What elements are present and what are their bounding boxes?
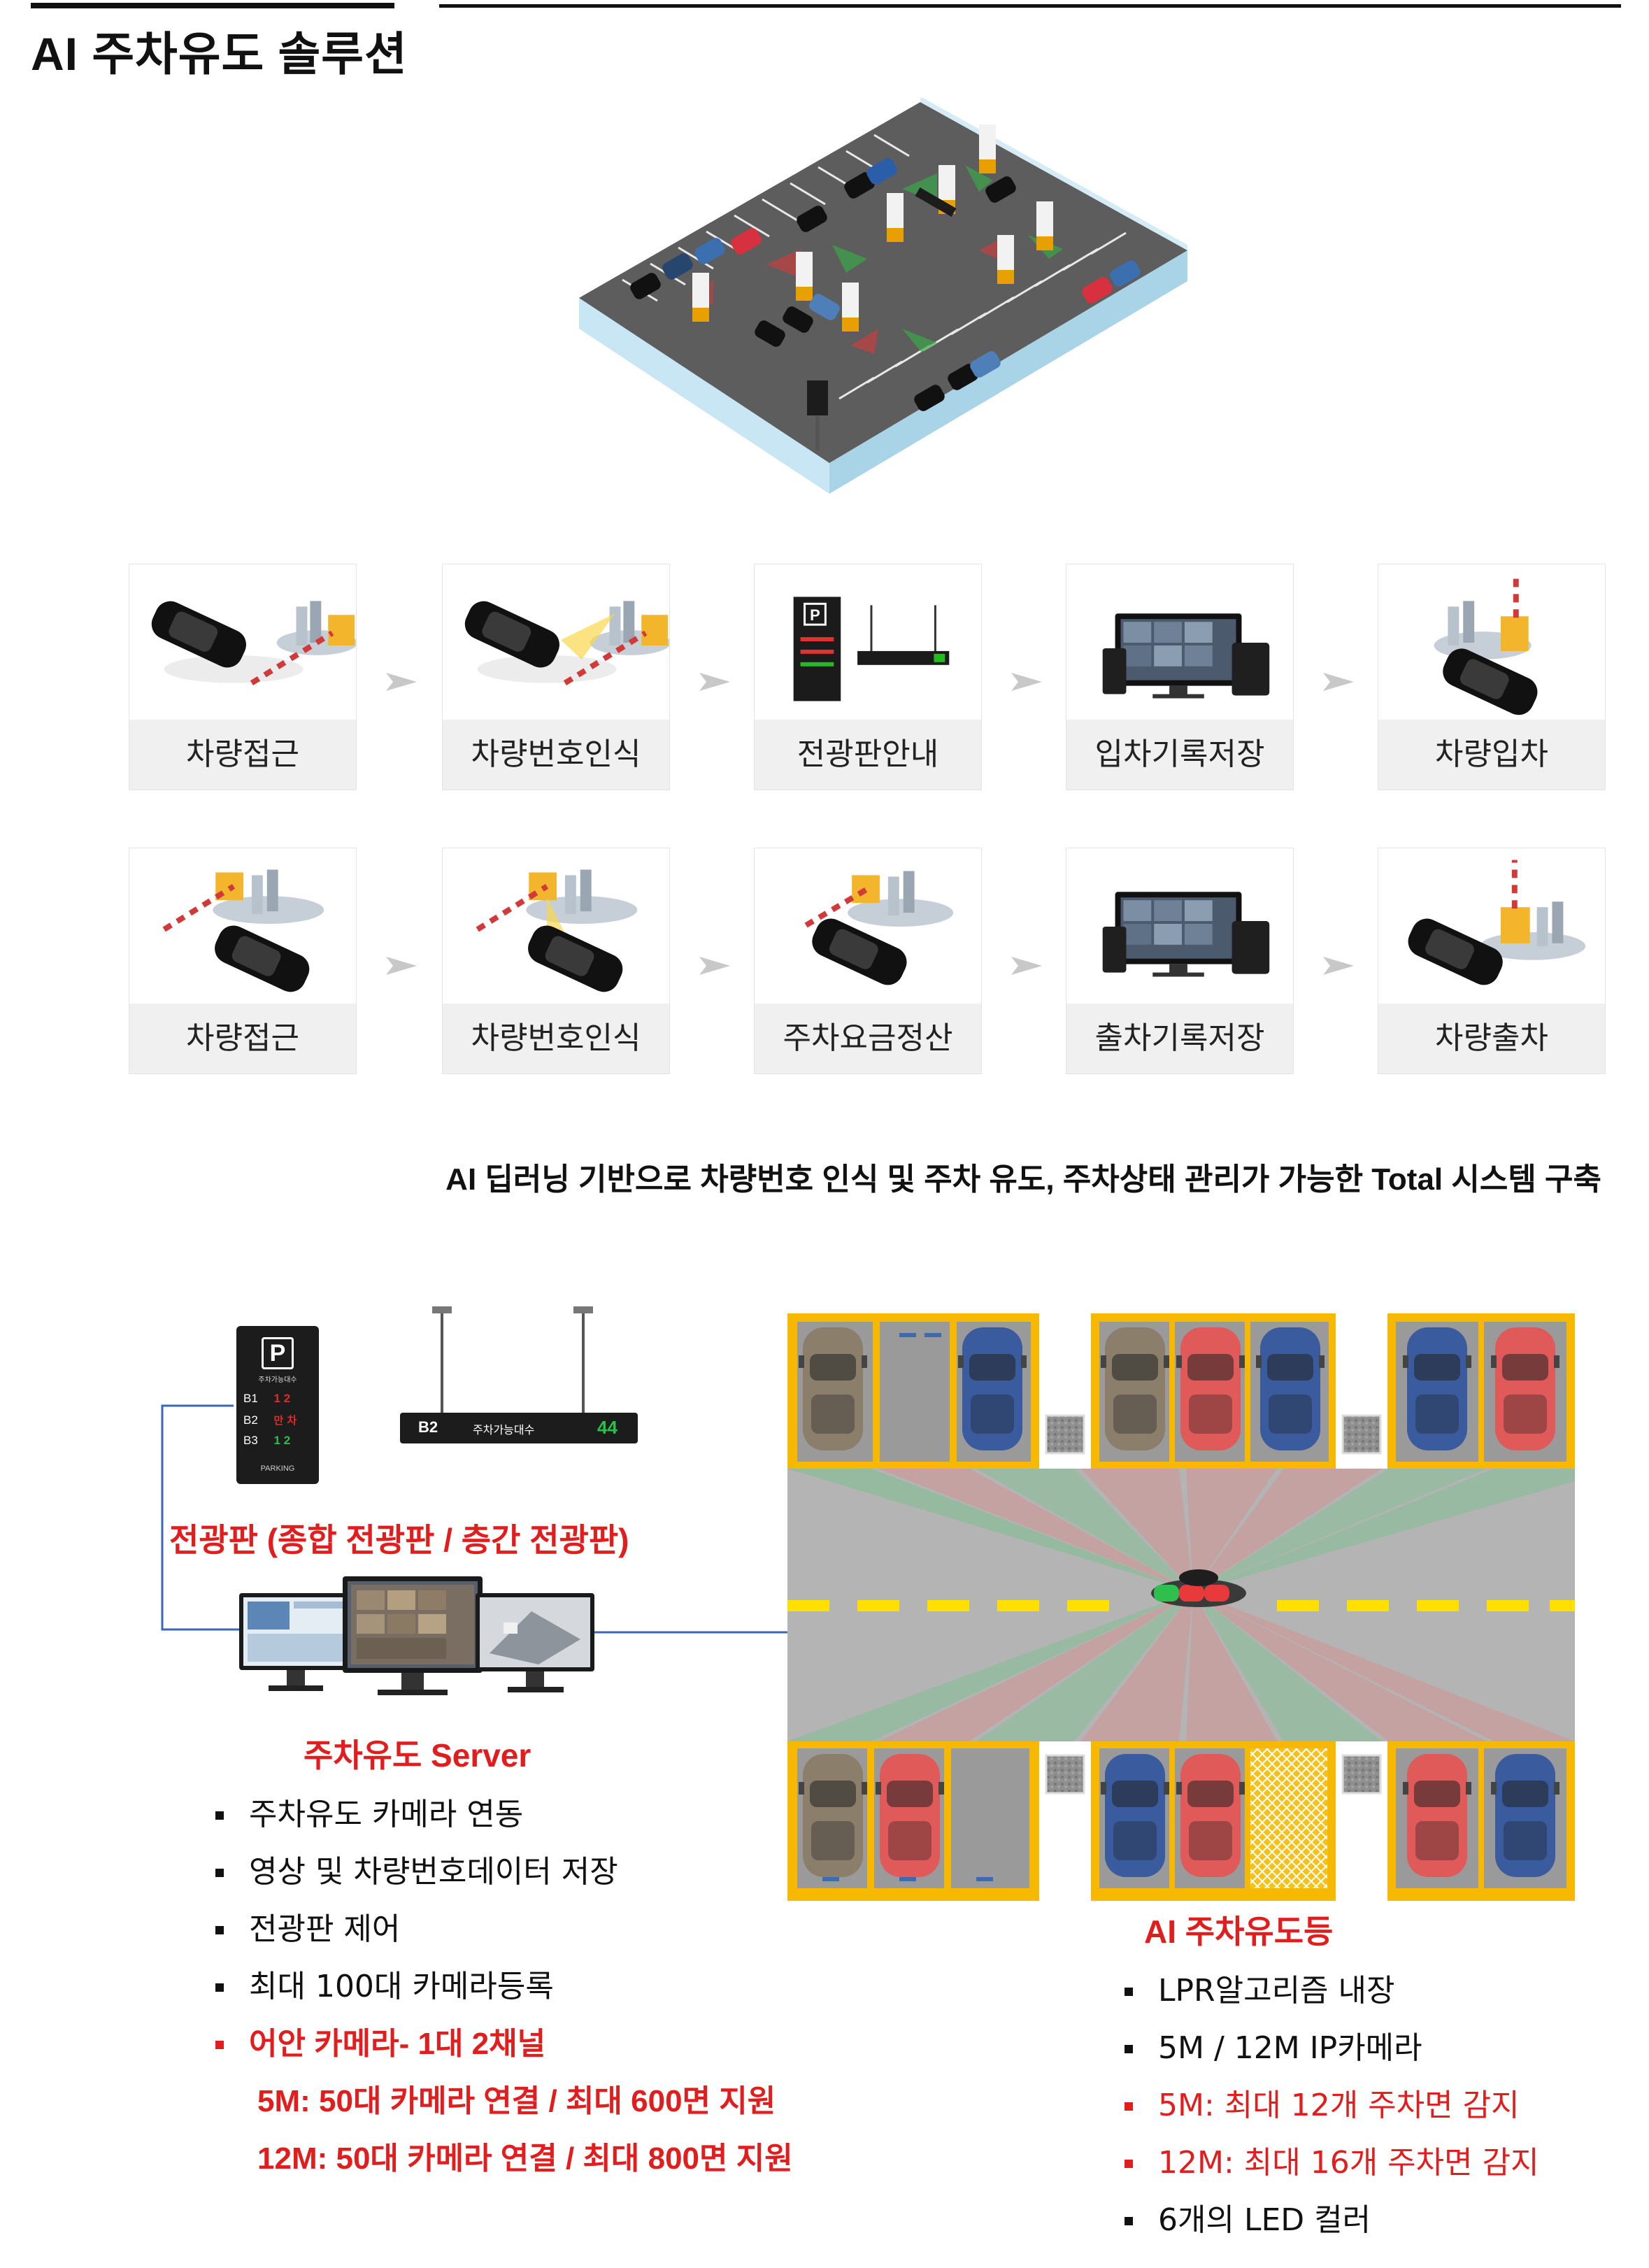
step-label: 차량접근: [129, 720, 356, 790]
list-item: 6개의 LED 컬러: [1119, 2192, 1539, 2249]
list-item: 12M: 최대 16개 주차면 감지: [1119, 2134, 1539, 2192]
exit-step-recognition: 차량번호인식: [442, 848, 670, 1074]
monitor-devices-icon: [1102, 892, 1270, 977]
flow-arrow-icon: [699, 955, 730, 976]
flow-arrow-icon: [1323, 955, 1354, 976]
list-item: 12M: 50대 카메라 연결 / 최대 800면 지원: [257, 2141, 793, 2176]
flow-arrow-icon: [386, 671, 417, 692]
step-label: 전광판안내: [755, 720, 981, 790]
hanging-board-panel: B2 주차가능대수 44: [400, 1413, 638, 1443]
display-board-label: 전광판 (종합 전광판 / 층간 전광판): [169, 1522, 629, 1558]
guide-light-label: AI 주차유도등: [1144, 1913, 1334, 1950]
entry-step-recognition: 차량번호인식: [442, 564, 670, 790]
car-gate-icon: [162, 869, 324, 992]
list-item: 5M / 12M IP카메라: [1119, 2020, 1539, 2077]
flow-arrow-icon: [1011, 955, 1042, 976]
exit-step-record: 출차기록저장: [1066, 848, 1294, 1074]
tower-display-board: P 주차가능대수 B1 1 2 B2 만 차 B3 1 2 PARKING: [236, 1326, 319, 1484]
list-item: 어안 카메라- 1대 2채널: [210, 2016, 793, 2073]
car-gate-icon: [151, 601, 356, 686]
list-item: 영상 및 차량번호데이터 저장: [210, 1843, 793, 1901]
hanging-display-board: B2 주차가능대수 44: [400, 1301, 652, 1448]
header-rule-right: [439, 4, 1621, 8]
guide-light-feature-list: LPR알고리즘 내장 5M / 12M IP카메라 5M: 최대 12개 주차면…: [1119, 1962, 1539, 2249]
gate-open-icon: [1408, 860, 1586, 985]
flow-arrow-icon: [1011, 671, 1042, 692]
exit-step-payment: 주차요금정산: [754, 848, 982, 1074]
tower-footer: PARKING: [260, 1464, 295, 1473]
step-label: 차량접근: [129, 1004, 356, 1074]
tower-caption: 주차가능대수: [258, 1376, 297, 1384]
flow-arrow-icon: [386, 955, 417, 976]
gate-open-icon: [1434, 571, 1538, 715]
step-label: 차량출차: [1378, 1004, 1605, 1074]
server-label: 주차유도 Server: [304, 1737, 531, 1774]
headline-text: AI 딥러닝 기반으로 차량번호 인식 및 주차 유도, 주차상태 관리가 가능…: [445, 1162, 1601, 1197]
entry-step-record: 입차기록저장: [1066, 564, 1294, 790]
hanging-wires: [432, 1306, 593, 1414]
list-item: 5M: 50대 카메라 연결 / 최대 600면 지원: [257, 2084, 776, 2118]
step-label: 차량입차: [1378, 720, 1605, 790]
parking-sign-icon: P: [262, 1337, 294, 1369]
entry-step-enter: 차량입차: [1378, 564, 1606, 790]
list-item: 전광판 제어: [210, 1901, 793, 1958]
server-monitors: [239, 1576, 594, 1695]
payment-gate-icon: [804, 871, 954, 985]
header-rule-left: [31, 3, 394, 8]
guide-light-icon: [1151, 1569, 1246, 1607]
list-item: LPR알고리즘 내장: [1119, 1962, 1539, 2020]
parking-garage-illustration: [579, 98, 1187, 494]
lpr-camera-icon: [464, 601, 669, 686]
tower-row-b2: B2 만 차: [243, 1413, 297, 1427]
step-label: 차량번호인식: [443, 720, 669, 790]
exit-step-approach: 차량접근: [129, 848, 357, 1074]
entry-step-approach: 차량접근: [129, 564, 357, 790]
list-item: 5M: 최대 12개 주차면 감지: [1119, 2077, 1539, 2134]
page-title: AI 주차유도 솔루션: [31, 28, 408, 80]
flow-arrow-icon: [699, 671, 730, 692]
display-board-icon: P: [793, 597, 950, 701]
exit-step-leave: 차량출차: [1378, 848, 1606, 1074]
tower-row-b3: B3 1 2: [243, 1434, 291, 1447]
monitor-devices-icon: [1102, 613, 1270, 699]
server-feature-list: 주차유도 카메라 연동 영상 및 차량번호데이터 저장 전광판 제어 최대 10…: [210, 1786, 793, 2188]
list-item: 최대 100대 카메라등록: [210, 1958, 793, 2016]
flow-arrow-icon: [1323, 671, 1354, 692]
entry-step-board: P 전광판안내: [754, 564, 982, 790]
parking-bay-diagram: [787, 1313, 1575, 1901]
list-item: 주차유도 카메라 연동: [210, 1786, 793, 1843]
tower-row-b1: B1 1 2: [243, 1392, 291, 1405]
svg-text:P: P: [810, 606, 820, 624]
step-label: 주차요금정산: [755, 1004, 981, 1074]
step-label: 차량번호인식: [443, 1004, 669, 1074]
step-label: 입차기록저장: [1066, 720, 1293, 790]
step-label: 출차기록저장: [1066, 1004, 1293, 1074]
lpr-camera-icon: [476, 869, 638, 992]
